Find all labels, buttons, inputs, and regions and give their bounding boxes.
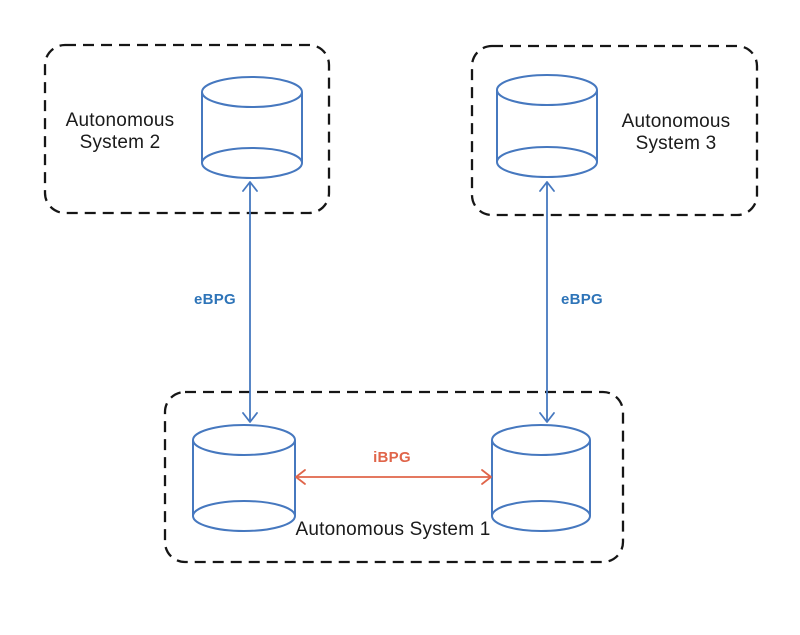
as1-boundary-box: [163, 390, 625, 564]
as2-label-line2: System 2: [80, 132, 161, 153]
as3-group: Autonomous System 3: [470, 44, 759, 217]
cylinder-top-ellipse: [496, 74, 598, 106]
arrow-down-icon: [539, 412, 555, 423]
ebgp-left-label: eBPG: [194, 291, 236, 308]
as3-router-cylinder-icon: [496, 74, 598, 178]
ibgp-edge: iBPG: [295, 449, 492, 485]
cylinder-bottom-ellipse: [491, 500, 591, 532]
cylinder-top-ellipse: [201, 76, 303, 108]
ibgp-arrow: [295, 469, 492, 485]
as2-group: Autonomous System 2: [43, 43, 331, 215]
as1-label: Autonomous System 1: [296, 519, 491, 540]
ebgp-right-edge: eBPG: [539, 181, 603, 423]
as3-label-line1: Autonomous: [622, 111, 731, 132]
arrow-left-icon: [295, 469, 306, 485]
as2-router-cylinder-icon: [201, 76, 303, 179]
cylinder-top-ellipse: [491, 424, 591, 456]
cylinder-bottom-ellipse: [192, 500, 296, 532]
arrow-right-icon: [481, 469, 492, 485]
cylinder-bottom-ellipse: [496, 146, 598, 178]
ebgp-right-arrow: [539, 181, 555, 423]
ebgp-left-arrow: [242, 181, 258, 423]
as1-left-router-cylinder-icon: [192, 424, 296, 532]
cylinder-bottom-ellipse: [201, 147, 303, 179]
as2-label-line1: Autonomous: [66, 110, 175, 131]
cylinder-sides: [496, 90, 598, 162]
ebgp-right-label: eBPG: [561, 291, 603, 308]
cylinder-sides: [192, 440, 296, 516]
cylinder-sides: [491, 440, 591, 516]
as3-boundary-box: [470, 44, 759, 217]
cylinder-top-ellipse: [192, 424, 296, 456]
arrow-up-icon: [242, 181, 258, 192]
as3-label-line2: System 3: [636, 133, 717, 154]
ebgp-left-edge: eBPG: [194, 181, 258, 423]
ibgp-label: iBPG: [373, 449, 411, 466]
arrow-down-icon: [242, 412, 258, 423]
as1-group: Autonomous System 1: [163, 390, 625, 564]
as1-right-router-cylinder-icon: [491, 424, 591, 532]
cylinder-sides: [201, 92, 303, 163]
arrow-up-icon: [539, 181, 555, 192]
